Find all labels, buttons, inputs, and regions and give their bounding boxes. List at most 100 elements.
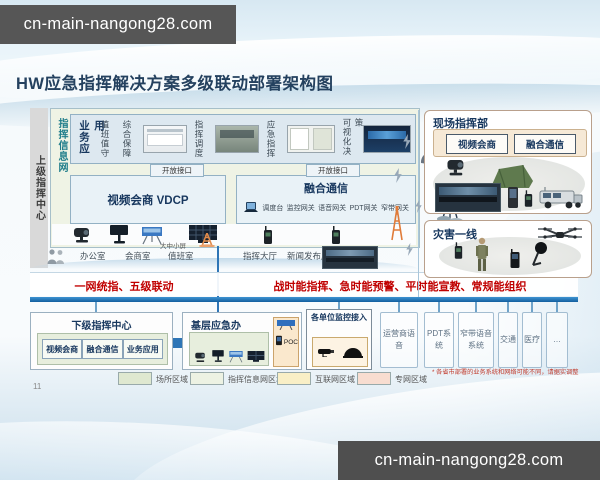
lower-command-center-box: 下级指挥中心 视频会商 融合通信 业务应用 <box>30 312 173 370</box>
legend-label-private-network: 专网区域 <box>395 375 427 384</box>
mic-device-icon <box>529 241 549 267</box>
frontline-title: 灾害一线 <box>433 229 477 241</box>
upper-command-center-label: 上级指挥中心 <box>33 155 45 221</box>
legend-label-internet: 互联网区域 <box>315 375 355 384</box>
bullet-camera-icon <box>318 349 334 357</box>
lightning-icon <box>402 134 412 149</box>
command-info-network-label: 指挥信息网 <box>56 118 67 173</box>
app-photo-thumbnail <box>215 125 259 153</box>
grassroots-office-box: 基层应急办 POC <box>182 312 302 370</box>
field-console-photo <box>435 183 501 212</box>
gateway-monitoring: 监控网关 <box>286 205 315 212</box>
gateway-voice: 语音网关 <box>318 205 347 212</box>
room-press-hall: 新闻发布厅 <box>287 251 330 261</box>
screen-size-label: 大中小屏 <box>160 243 186 250</box>
orange-relay-icon <box>198 233 216 247</box>
radio-icon <box>453 241 464 261</box>
video-camera-icon <box>445 159 469 177</box>
frontline-equipment-area <box>439 237 581 275</box>
laptop-icon <box>243 202 259 214</box>
module-video-consult: 视频会商 <box>42 339 83 359</box>
lightning-icon <box>405 243 414 256</box>
external-system-traffic: 交通 <box>498 312 518 368</box>
connector <box>531 302 533 312</box>
drone-icon <box>535 223 585 243</box>
legend-footnote: * 各省市部署的业务系统和网络可能不同，请据实调整 <box>432 369 579 376</box>
network-backbone-bar <box>30 297 578 302</box>
open-interface-tab: 开放接口 <box>306 164 360 177</box>
connector <box>398 302 400 312</box>
room-consultation: 会商室 <box>125 251 151 261</box>
page-title: HW应急指挥解决方案多级联动部署架构图 <box>16 75 334 93</box>
poc-device-icon <box>276 335 282 346</box>
gateway-narrowband: 窄带网关 <box>380 205 409 212</box>
business-apps-title: 业务应用 <box>78 120 105 155</box>
upper-command-center-bar: 上级指挥中心 <box>30 108 48 268</box>
connector <box>338 302 340 310</box>
display-stand-icon <box>211 350 224 362</box>
projection-screen-icon <box>140 227 164 245</box>
open-interface-tab: 开放接口 <box>150 164 204 177</box>
satellite-phone-icon <box>509 249 521 269</box>
watermark-bottom: cn-main-nangong28.com <box>338 441 600 480</box>
fusion-comm-title: 融合通信 <box>304 183 348 195</box>
command-hall-photo <box>322 246 378 269</box>
vdcp-box: 视频会商 VDCP <box>70 175 226 224</box>
poc-label: POC <box>283 339 298 346</box>
module-business-apps: 业务应用 <box>122 339 163 359</box>
lightning-icon <box>414 200 423 213</box>
external-system-pdt: PDT系统 <box>424 312 454 368</box>
fusion-comm-box: 融合通信 调度台 监控网关 语音网关 PDT网关 窄带网关 <box>236 175 416 224</box>
radio-icon <box>262 226 274 245</box>
vdcp-title: 视频会商 VDCP <box>107 194 189 207</box>
app-videowall-thumbnail <box>363 125 411 153</box>
poc-screen-icon <box>277 320 295 330</box>
app-item-emergency: 应急指挥 <box>266 120 276 158</box>
display-stand-icon <box>108 225 130 245</box>
legend-label-command-network: 指挥信息网区域 <box>228 375 284 384</box>
monitor-access-box: 各单位监控接入 <box>306 309 372 370</box>
module-fusion-comm: 融合通信 <box>82 339 123 359</box>
lower-command-center-title: 下级指挥中心 <box>71 321 132 332</box>
lightning-icon <box>393 168 403 183</box>
field-hq-title: 现场指挥部 <box>433 118 488 130</box>
app-item-visual-decision: 可视化决策 <box>342 118 364 156</box>
legend-swatch-internet <box>277 372 311 385</box>
room-office: 办公室 <box>80 251 106 261</box>
business-apps-box: 业务应用 值班值守 综合保障 指挥调度 应急指挥 可视化决策 <box>70 114 416 164</box>
rescuer-icon <box>473 237 491 273</box>
external-system-operator-voice: 运营商语音 <box>380 312 418 368</box>
connector <box>95 302 97 312</box>
gateway-dispatch-console: 调度台 <box>262 205 284 212</box>
watermark-top-text: cn-main-nangong28.com <box>23 15 213 33</box>
app-screenshot-thumbnail <box>143 125 187 153</box>
connector <box>438 302 440 312</box>
grassroots-office-title: 基层应急办 <box>191 321 241 332</box>
legend-swatch-command-network <box>190 372 224 385</box>
gateway-pdt: PDT网关 <box>349 205 378 212</box>
dome-camera-icon <box>343 347 363 358</box>
legend-swatch-venue <box>118 372 152 385</box>
video-camera-icon <box>194 352 205 362</box>
app-item-duty: 值班值守 <box>100 120 110 158</box>
command-vehicle-icon <box>539 187 583 211</box>
watermark-bottom-text: cn-main-nangong28.com <box>374 451 564 469</box>
field-module-video-consult: 视频会商 <box>446 134 508 154</box>
external-system-more: … <box>546 312 568 368</box>
watermark-top: cn-main-nangong28.com <box>0 5 236 44</box>
slogan-left: 一网统指、五级联动 <box>74 281 174 293</box>
field-device-icon <box>507 185 519 209</box>
link-node <box>173 338 182 348</box>
external-system-medical: 医疗 <box>522 312 542 368</box>
connector <box>507 302 509 312</box>
tent-icon <box>489 163 535 189</box>
room-duty: 值班室 <box>168 251 194 261</box>
projection-screen-icon <box>228 351 243 363</box>
connector <box>475 302 477 312</box>
monitor-access-title: 各单位监控接入 <box>311 313 367 322</box>
external-system-narrowband-voice: 窄带语音系统 <box>458 312 494 368</box>
radio-icon <box>523 189 534 209</box>
slogan-right: 战时能指挥、急时能预警、平时能宣教、常规能组织 <box>273 281 527 293</box>
legend-swatch-private-network <box>357 372 391 385</box>
